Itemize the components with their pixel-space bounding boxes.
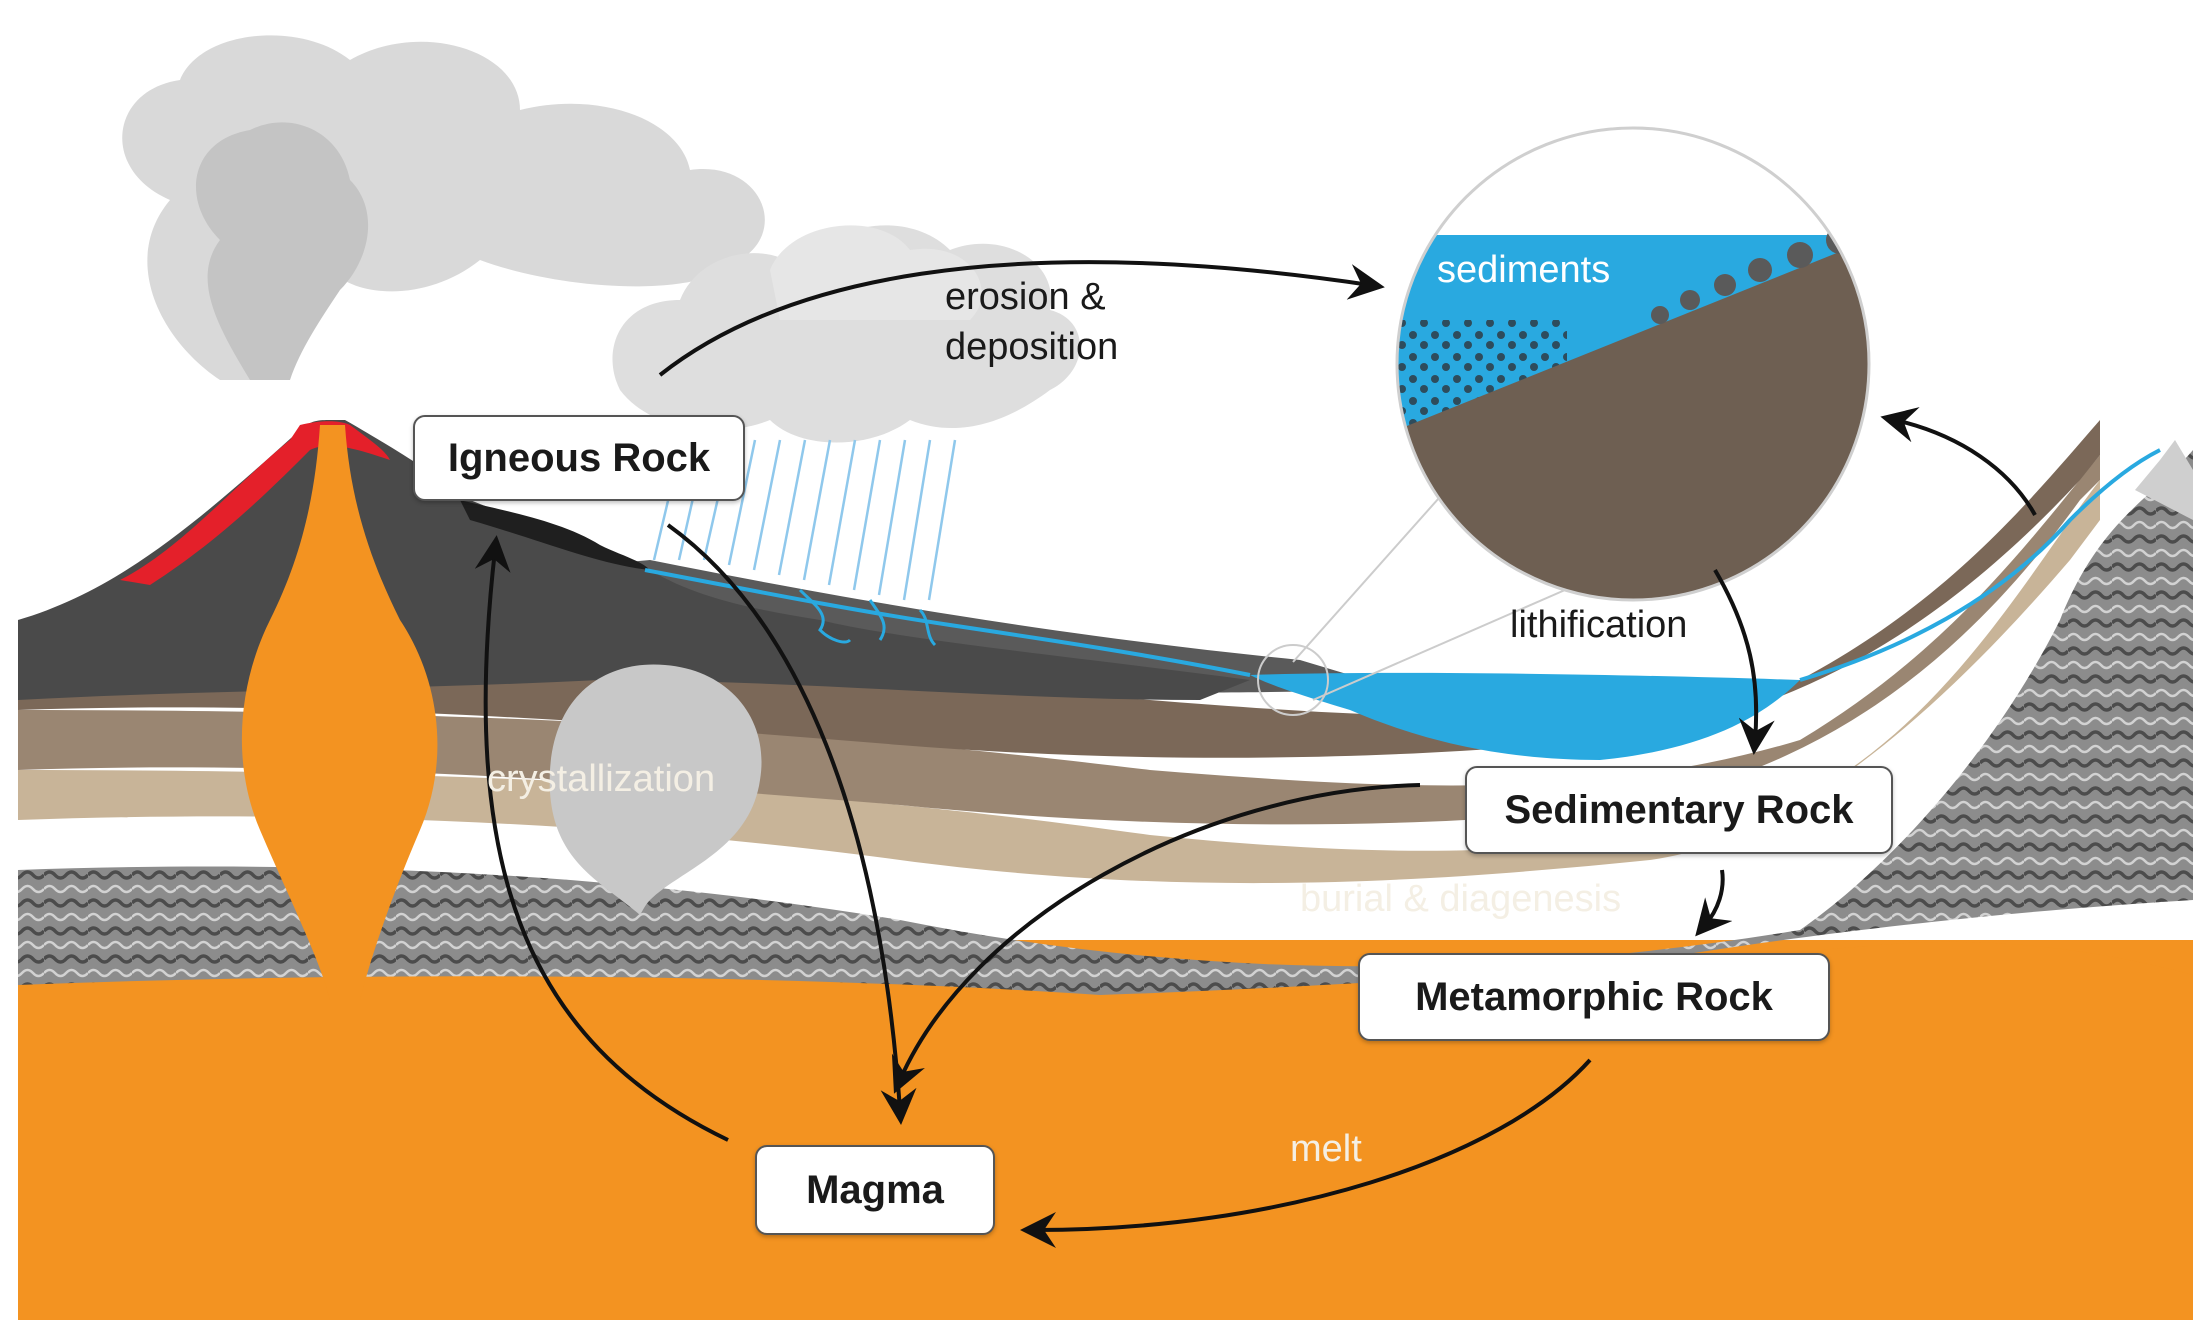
sedimentary-rock-label: Sedimentary Rock (1465, 766, 1893, 854)
magma-label: Magma (755, 1145, 995, 1235)
streams (798, 588, 937, 647)
magma-conduit (241, 425, 438, 1000)
lava-flow (120, 421, 390, 585)
cycle-arrows (474, 260, 2037, 1248)
arrow-lithification (1713, 568, 1775, 755)
dark-lava-crust (460, 500, 650, 570)
arrow-melt (1020, 1058, 1592, 1248)
arrow-uplift (1880, 407, 2037, 516)
arrow-erosion (658, 260, 1385, 377)
magnifier-spot (1257, 644, 1329, 716)
lithification-label: lithification (1510, 604, 1688, 646)
arrow-igneous-to-magma (666, 523, 917, 1125)
arrow-crystallization (474, 535, 729, 1142)
melt-label: melt (1290, 1128, 1362, 1170)
igneous-rock-label: Igneous Rock (413, 415, 745, 501)
arrow-burial (1695, 869, 1733, 937)
erosion-line-1: erosion & (945, 276, 1106, 318)
river (644, 448, 2161, 682)
sediments-label: sediments (1437, 249, 1611, 291)
tan-layer (18, 480, 2100, 884)
arrow-sedimentary-to-magma (891, 783, 1421, 1094)
brown-layer-2 (18, 455, 2100, 825)
metamorphic-rock-label: Metamorphic Rock (1358, 953, 1830, 1041)
metamorphic-layer (18, 450, 2193, 1085)
erosion-line-2: deposition (945, 326, 1119, 368)
crystallization-label: crystallization (487, 758, 716, 800)
lake (1250, 672, 1800, 760)
smoke-cloud (122, 35, 765, 380)
burial-diagenesis-label: burial & diagenesis (1300, 878, 1622, 920)
mountain-peak (2135, 440, 2193, 520)
sediment-magnifier (1397, 128, 1869, 600)
gas-bubble (549, 664, 762, 915)
